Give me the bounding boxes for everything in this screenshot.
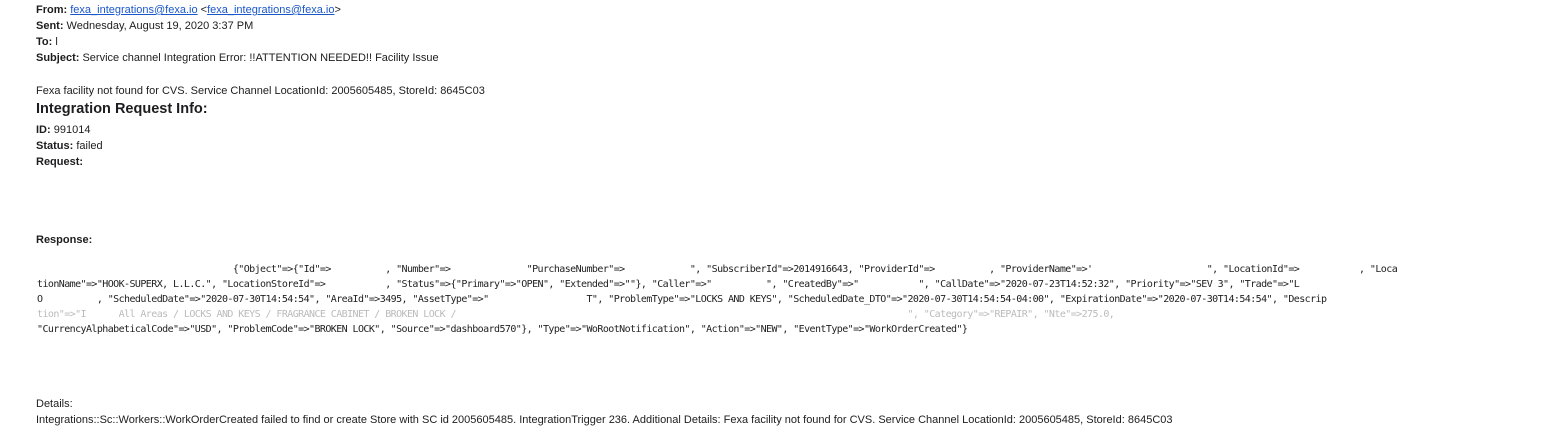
details-label: Details:: [36, 398, 73, 410]
request-label: Request:: [36, 156, 84, 168]
response-line: {"Object"=>{"Id"=> , "Number"=> "Purchas…: [37, 264, 1398, 275]
to-value: l: [52, 36, 58, 48]
intro-text: Fexa facility not found for CVS. Service…: [36, 85, 485, 97]
response-line: O , "ScheduledDate"=>"2020-07-30T14:54:5…: [37, 294, 1327, 305]
status-label: Status:: [36, 140, 74, 152]
id-label: ID:: [36, 124, 51, 136]
status-value: failed: [73, 140, 103, 152]
id-line: ID: 991014: [36, 123, 90, 137]
from-name-link[interactable]: fexa_integrations@fexa.io: [70, 4, 198, 16]
response-line: tion"=>"I All Areas / LOCKS AND KEYS / F…: [37, 309, 1115, 320]
response-label: Response:: [36, 234, 93, 246]
details-text: Integrations::Sc::Workers::WorkOrderCrea…: [36, 414, 1173, 426]
sent-value: Wednesday, August 19, 2020 3:37 PM: [63, 20, 254, 32]
status-line: Status: failed: [36, 139, 103, 153]
id-value: 991014: [50, 124, 91, 136]
from-open: <: [197, 4, 208, 16]
from-line: From: fexa_integrations@fexa.io <fexa_in…: [36, 3, 341, 17]
subject-value: Service channel Integration Error: !!ATT…: [79, 52, 439, 64]
from-label: From:: [36, 4, 68, 16]
to-line: To: l: [36, 35, 58, 49]
subject-line: Subject: Service channel Integration Err…: [36, 51, 439, 65]
response-line: tionName"=>"HOOK-SUPERX, L.L.C.", "Locat…: [37, 279, 1300, 290]
section-title: Integration Request Info:: [36, 101, 208, 117]
sent-line: Sent: Wednesday, August 19, 2020 3:37 PM: [36, 19, 253, 33]
sent-label: Sent:: [36, 20, 64, 32]
from-email-link[interactable]: fexa_integrations@fexa.io: [207, 4, 335, 16]
subject-label: Subject:: [36, 52, 80, 64]
from-close: >: [334, 4, 341, 16]
response-line: "CurrencyAlphabeticalCode"=>"USD", "Prob…: [37, 324, 968, 335]
to-label: To:: [36, 36, 53, 48]
